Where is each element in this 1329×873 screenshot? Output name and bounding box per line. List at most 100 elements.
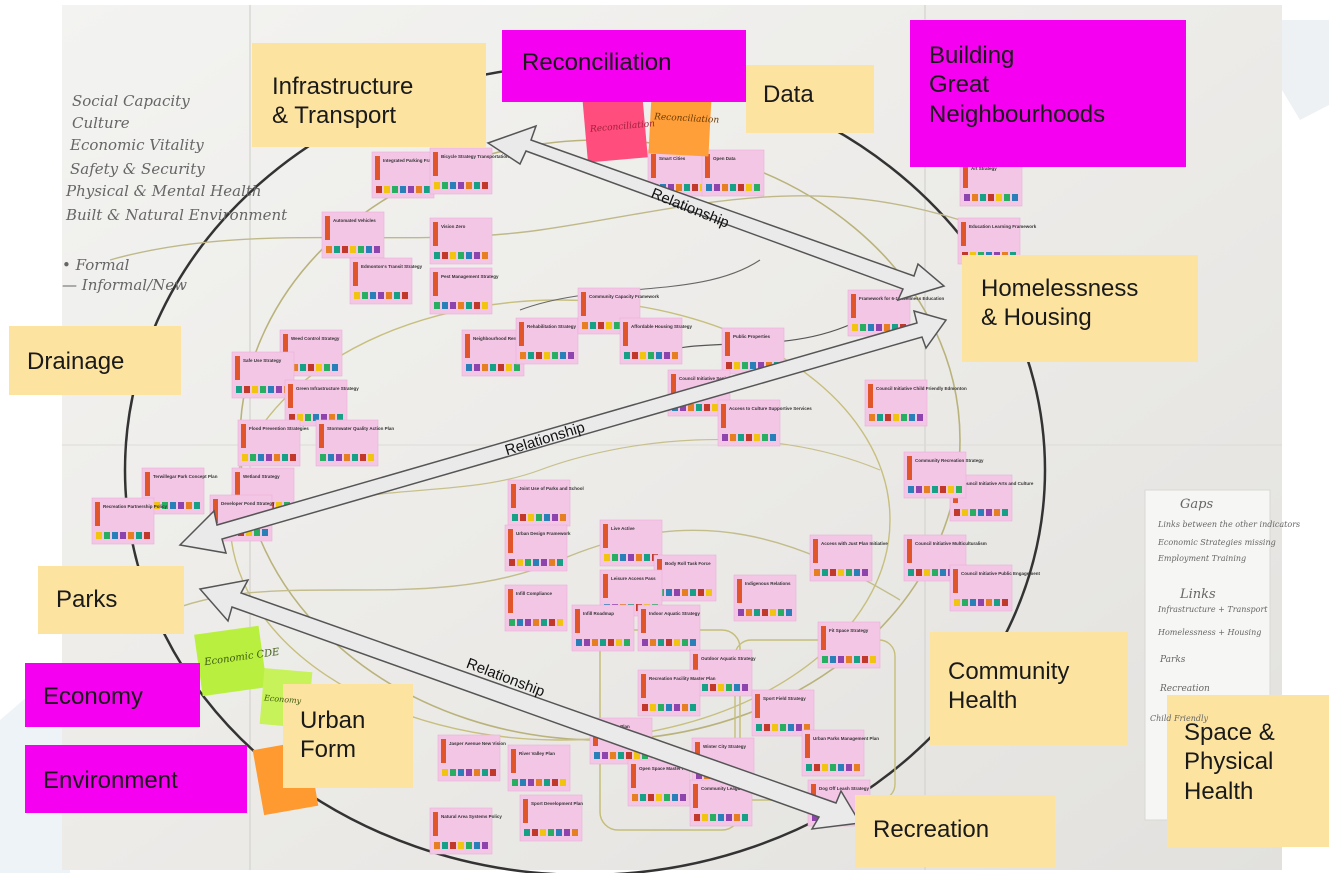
label-recreation: Recreation	[855, 795, 1055, 867]
strategy-card: Infill Compliance	[504, 584, 568, 632]
strategy-card: Pest Management Strategy	[429, 267, 499, 315]
strategy-card: Outdoor Aquatic Strategy	[689, 649, 756, 697]
strategy-card: Neighbourhood Renewal Strategy	[461, 329, 546, 377]
label-parks: Parks	[38, 566, 184, 634]
label-line: Infrastructure	[272, 73, 414, 100]
strategy-card-title: Automated Vehicles	[333, 218, 376, 223]
strategy-card-title: Sport Development Plan	[531, 801, 583, 806]
strategy-card-title: Council Initiative Public Engagement	[961, 571, 1041, 576]
strategy-card: Sport Field Strategy	[751, 689, 815, 737]
note-line: Recreation	[1160, 684, 1210, 694]
strategy-card-title: Fit Space Strategy	[829, 628, 869, 633]
strategy-card-title: Access with Just Plan Initiative	[821, 541, 888, 546]
label-line: Health	[948, 687, 1018, 715]
label-infrastructure-transport: Infrastructure& Transport	[252, 43, 486, 147]
strategy-card-title: Council Initiative Child Friendly Edmont…	[876, 386, 967, 391]
strategy-card: Vision Zero	[429, 217, 493, 265]
strategy-card-title: Weed Control Strategy	[291, 336, 340, 341]
strategy-card-title: Neighbourhood Renewal Strategy	[473, 336, 546, 341]
strategy-card-title: Outdoor Aquatic Strategy	[701, 656, 756, 661]
strategy-card: River Valley Plan	[507, 744, 571, 792]
strategy-card-title: Community League Partnership	[701, 786, 769, 791]
strategy-card: Art Strategy	[959, 159, 1023, 207]
legend-item: Social Capacity	[72, 92, 190, 110]
strategy-card-title: Joint Use of Parks and School	[519, 486, 584, 491]
strategy-card-title: Infill Roadmap	[583, 611, 614, 616]
label-line: Great	[929, 71, 990, 99]
legend-item: Built & Natural Environment	[66, 206, 288, 224]
strategy-card-title: Access to Culture Supportive Services	[729, 406, 812, 411]
strategy-card: Community Recreation Strategy	[903, 451, 984, 499]
strategy-card-title: Council Initiative Multiculturalism	[915, 541, 987, 546]
strategy-card: Sport Development Plan	[519, 794, 583, 842]
note-line: Homelessness + Housing	[1158, 628, 1262, 637]
sticky-note-reconciliation-pink	[582, 92, 648, 163]
label-line: Health	[1184, 777, 1254, 805]
strategy-card-title: Terwillegar Park Concept Plan	[153, 474, 218, 479]
strategy-card: Jasper Avenue New Vision	[437, 734, 506, 782]
strategy-card: Flood Prevention Strategies	[237, 419, 309, 467]
label-line: & Housing	[981, 304, 1092, 332]
strategy-card: Green Infrastructure Strategy	[284, 379, 359, 427]
strategy-card: Safe Use Strategy	[231, 351, 295, 399]
legend-item: Safety & Security	[70, 160, 205, 178]
strategy-card: Affordable Housing Strategy	[619, 317, 693, 365]
strategy-card-title: Body Roll Task Force	[665, 561, 711, 566]
strategy-card-title: Leisure Access Pass	[611, 576, 656, 581]
strategy-card-title: River Valley Plan	[519, 751, 555, 756]
strategy-card-title: Open Space Master Plan	[639, 766, 692, 771]
strategy-card-title: Affordable Housing Strategy	[631, 324, 693, 329]
strategy-card-title: Rehabilitation Strategy	[527, 324, 577, 329]
strategy-card-title: Flood Prevention Strategies	[249, 426, 309, 431]
legend-item: Economic Vitality	[70, 136, 204, 154]
sticky-text-economy-green: Economy	[263, 693, 302, 706]
label-line: Urban	[300, 707, 366, 734]
strategy-card: Recreation Facility Master Plan	[637, 669, 716, 717]
legend-item: Physical & Mental Health	[66, 182, 262, 200]
label-line: & Transport	[272, 102, 397, 130]
strategy-card-title: Indigenous Relations	[745, 581, 791, 586]
strategy-card-title: Community Recreation Strategy	[915, 458, 984, 463]
sticky-text-reconciliation-orange: Reconciliation	[653, 112, 720, 126]
strategy-card-title: Public Properties	[733, 334, 771, 339]
strategy-card: Open Data	[701, 149, 765, 197]
label-homelessness-housing: Homelessness& Housing	[962, 255, 1198, 362]
strategy-card-title: Natural Area Systems Policy	[441, 814, 502, 819]
strategy-card: Stormwater Quality Action Plan	[315, 419, 394, 467]
notes-gaps-heading: Gaps	[1180, 497, 1214, 512]
strategy-card: Body Roll Task Force	[653, 554, 717, 602]
label-drainage: Drainage	[9, 326, 181, 395]
strategy-card: Access to Culture Supportive Services	[717, 399, 812, 447]
label-reconciliation: Reconciliation	[502, 30, 746, 102]
strategy-card: Recreation Partnership Policy	[91, 497, 168, 545]
label-line: Neighbourhoods	[929, 100, 1106, 128]
strategy-card-title: Recreation Partnership Policy	[103, 504, 168, 509]
strategy-card-title: Edmonton's Transit Strategy	[361, 264, 423, 269]
strategy-card: Council Initiative Child Friendly Edmont…	[864, 379, 967, 427]
label-economy: Economy	[25, 663, 200, 727]
label-data: Data	[746, 65, 874, 133]
strategy-card-title: Sport Field Strategy	[763, 696, 806, 701]
strategy-card-title: Infill Compliance	[516, 591, 553, 596]
strategy-card-title: Pest Management Strategy	[441, 274, 499, 279]
strategy-card: Urban Parks Management Plan	[801, 729, 879, 777]
strategy-card-title: Green Infrastructure Strategy	[296, 386, 359, 391]
strategy-card-title: Dog Off Leash Strategy	[819, 786, 870, 791]
strategy-card: Automated Vehicles	[321, 211, 385, 259]
strategy-card-title: Wetland Strategy	[243, 474, 280, 479]
relationship-arrows	[178, 124, 948, 830]
label-environment: Environment	[25, 745, 247, 813]
strategy-card-title: Safe Use Strategy	[243, 358, 282, 363]
note-line: Employment Training	[1158, 554, 1247, 563]
label-line: Physical	[1184, 748, 1274, 776]
note-line: Child Friendly	[1150, 714, 1209, 723]
strategy-card: Natural Area Systems Policy	[429, 807, 502, 855]
strategy-card-title: Urban Parks Management Plan	[813, 736, 879, 741]
note-line: Links between the other indicators	[1158, 520, 1301, 529]
legend-item: Culture	[72, 114, 130, 132]
strategy-card-title: Indoor Aquatic Strategy	[649, 611, 700, 616]
notes-links-heading: Links	[1180, 587, 1216, 602]
